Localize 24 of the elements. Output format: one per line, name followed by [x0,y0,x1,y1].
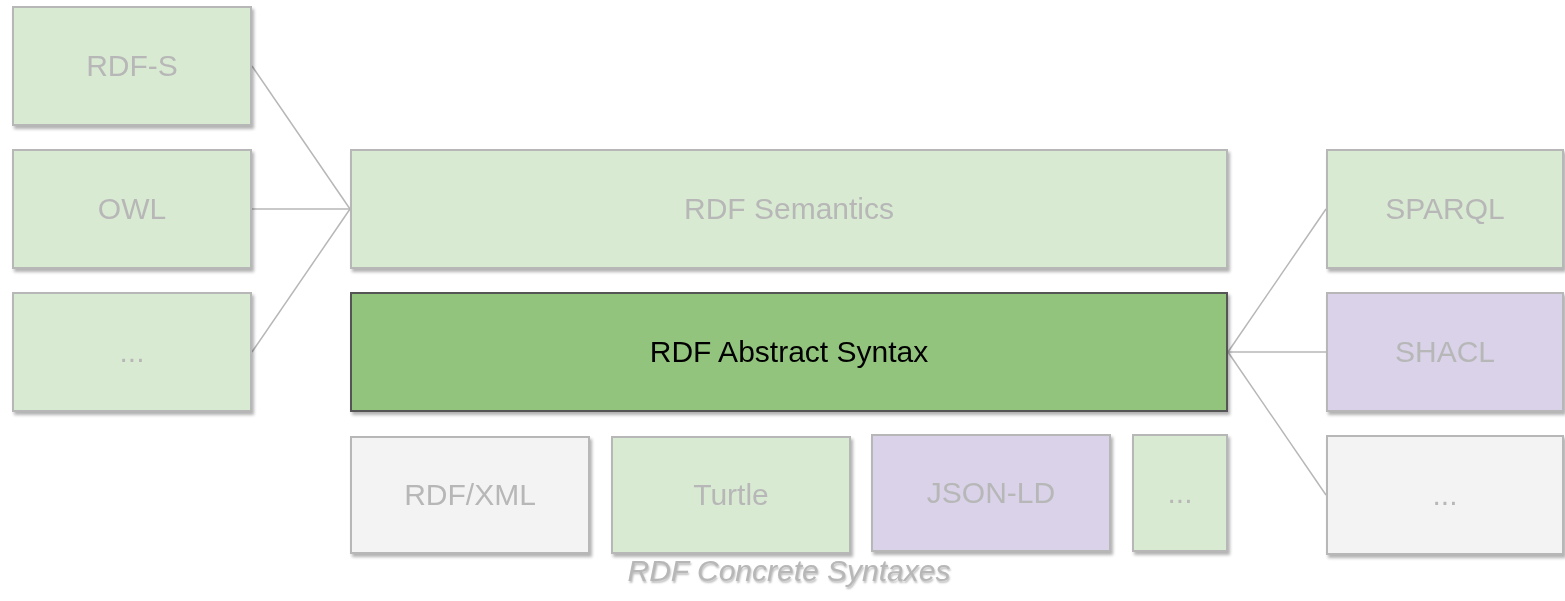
box-label: RDF/XML [404,477,536,514]
layer-box [12,149,252,269]
connector-line [1227,351,1327,353]
connector-line [251,65,351,210]
layer-box [611,436,851,554]
layer-box [12,292,252,412]
layer-box [350,149,1228,269]
layer-box [871,434,1111,552]
box-label: ... [119,334,145,371]
connector-line [251,208,351,353]
group-caption: RDF Concrete Syntaxes [626,553,952,589]
layer-box [1326,435,1564,555]
box-label: ... [1432,477,1458,514]
box-label: RDF Abstract Syntax [649,334,929,371]
box-label: ... [1167,475,1193,512]
layer-box [1326,149,1564,269]
connector-line [1227,351,1327,496]
layer-box [12,6,252,126]
connector-line [251,208,351,210]
connector-line [1227,208,1327,353]
layer-box [1132,434,1228,552]
layer-box [350,436,590,554]
layer-box [1326,292,1564,412]
layer-box [350,292,1228,412]
